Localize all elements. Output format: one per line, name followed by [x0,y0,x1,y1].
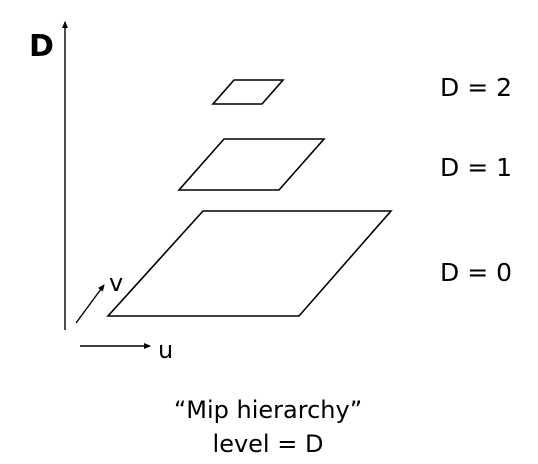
mip-level-2-plane [211,79,285,105]
v-axis-label: v [109,269,123,297]
v-axis-arrow [75,284,105,324]
caption-title: “Mip hierarchy” [174,396,362,424]
level-1-label: D = 1 [440,153,512,182]
mip-level-1-plane [177,138,326,191]
level-2-label: D = 2 [440,73,512,102]
d-axis-label: D [29,29,54,64]
caption-subtitle: level = D [213,430,324,458]
level-0-label: D = 0 [440,258,512,287]
u-axis-label: u [158,336,173,364]
mip-level-0-plane [106,210,393,317]
